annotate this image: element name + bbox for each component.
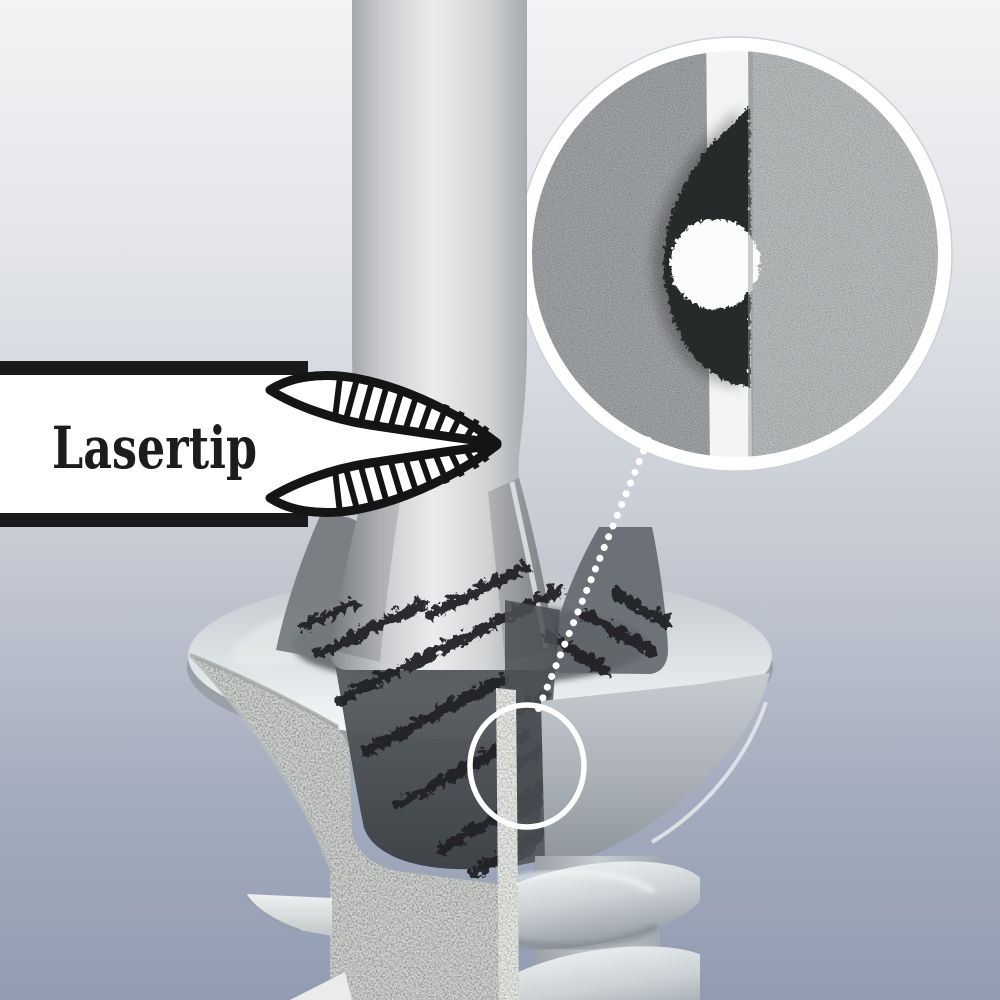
thread-sliver bbox=[290, 972, 352, 1000]
callout-dotted-line bbox=[534, 436, 652, 714]
banner-label: Lasertip bbox=[52, 414, 257, 482]
magnifier-inset bbox=[517, 36, 953, 472]
screw-underhead bbox=[541, 673, 770, 861]
phillips-tip-icon bbox=[265, 370, 502, 518]
banner-border-bottom bbox=[0, 513, 308, 527]
thread-crest bbox=[505, 946, 700, 1000]
thread-sliver bbox=[246, 894, 332, 936]
thread-crest bbox=[505, 861, 700, 949]
screw-threads bbox=[505, 856, 700, 1000]
banner-body bbox=[0, 375, 312, 513]
zoom-target-circle bbox=[467, 702, 587, 830]
lasertip-banner: Lasertip bbox=[0, 361, 502, 527]
cut-plane-edge bbox=[496, 688, 519, 1000]
banner-border-top bbox=[0, 361, 308, 375]
magnified-bite-notch bbox=[668, 217, 758, 307]
tip-hatching bbox=[332, 376, 490, 514]
